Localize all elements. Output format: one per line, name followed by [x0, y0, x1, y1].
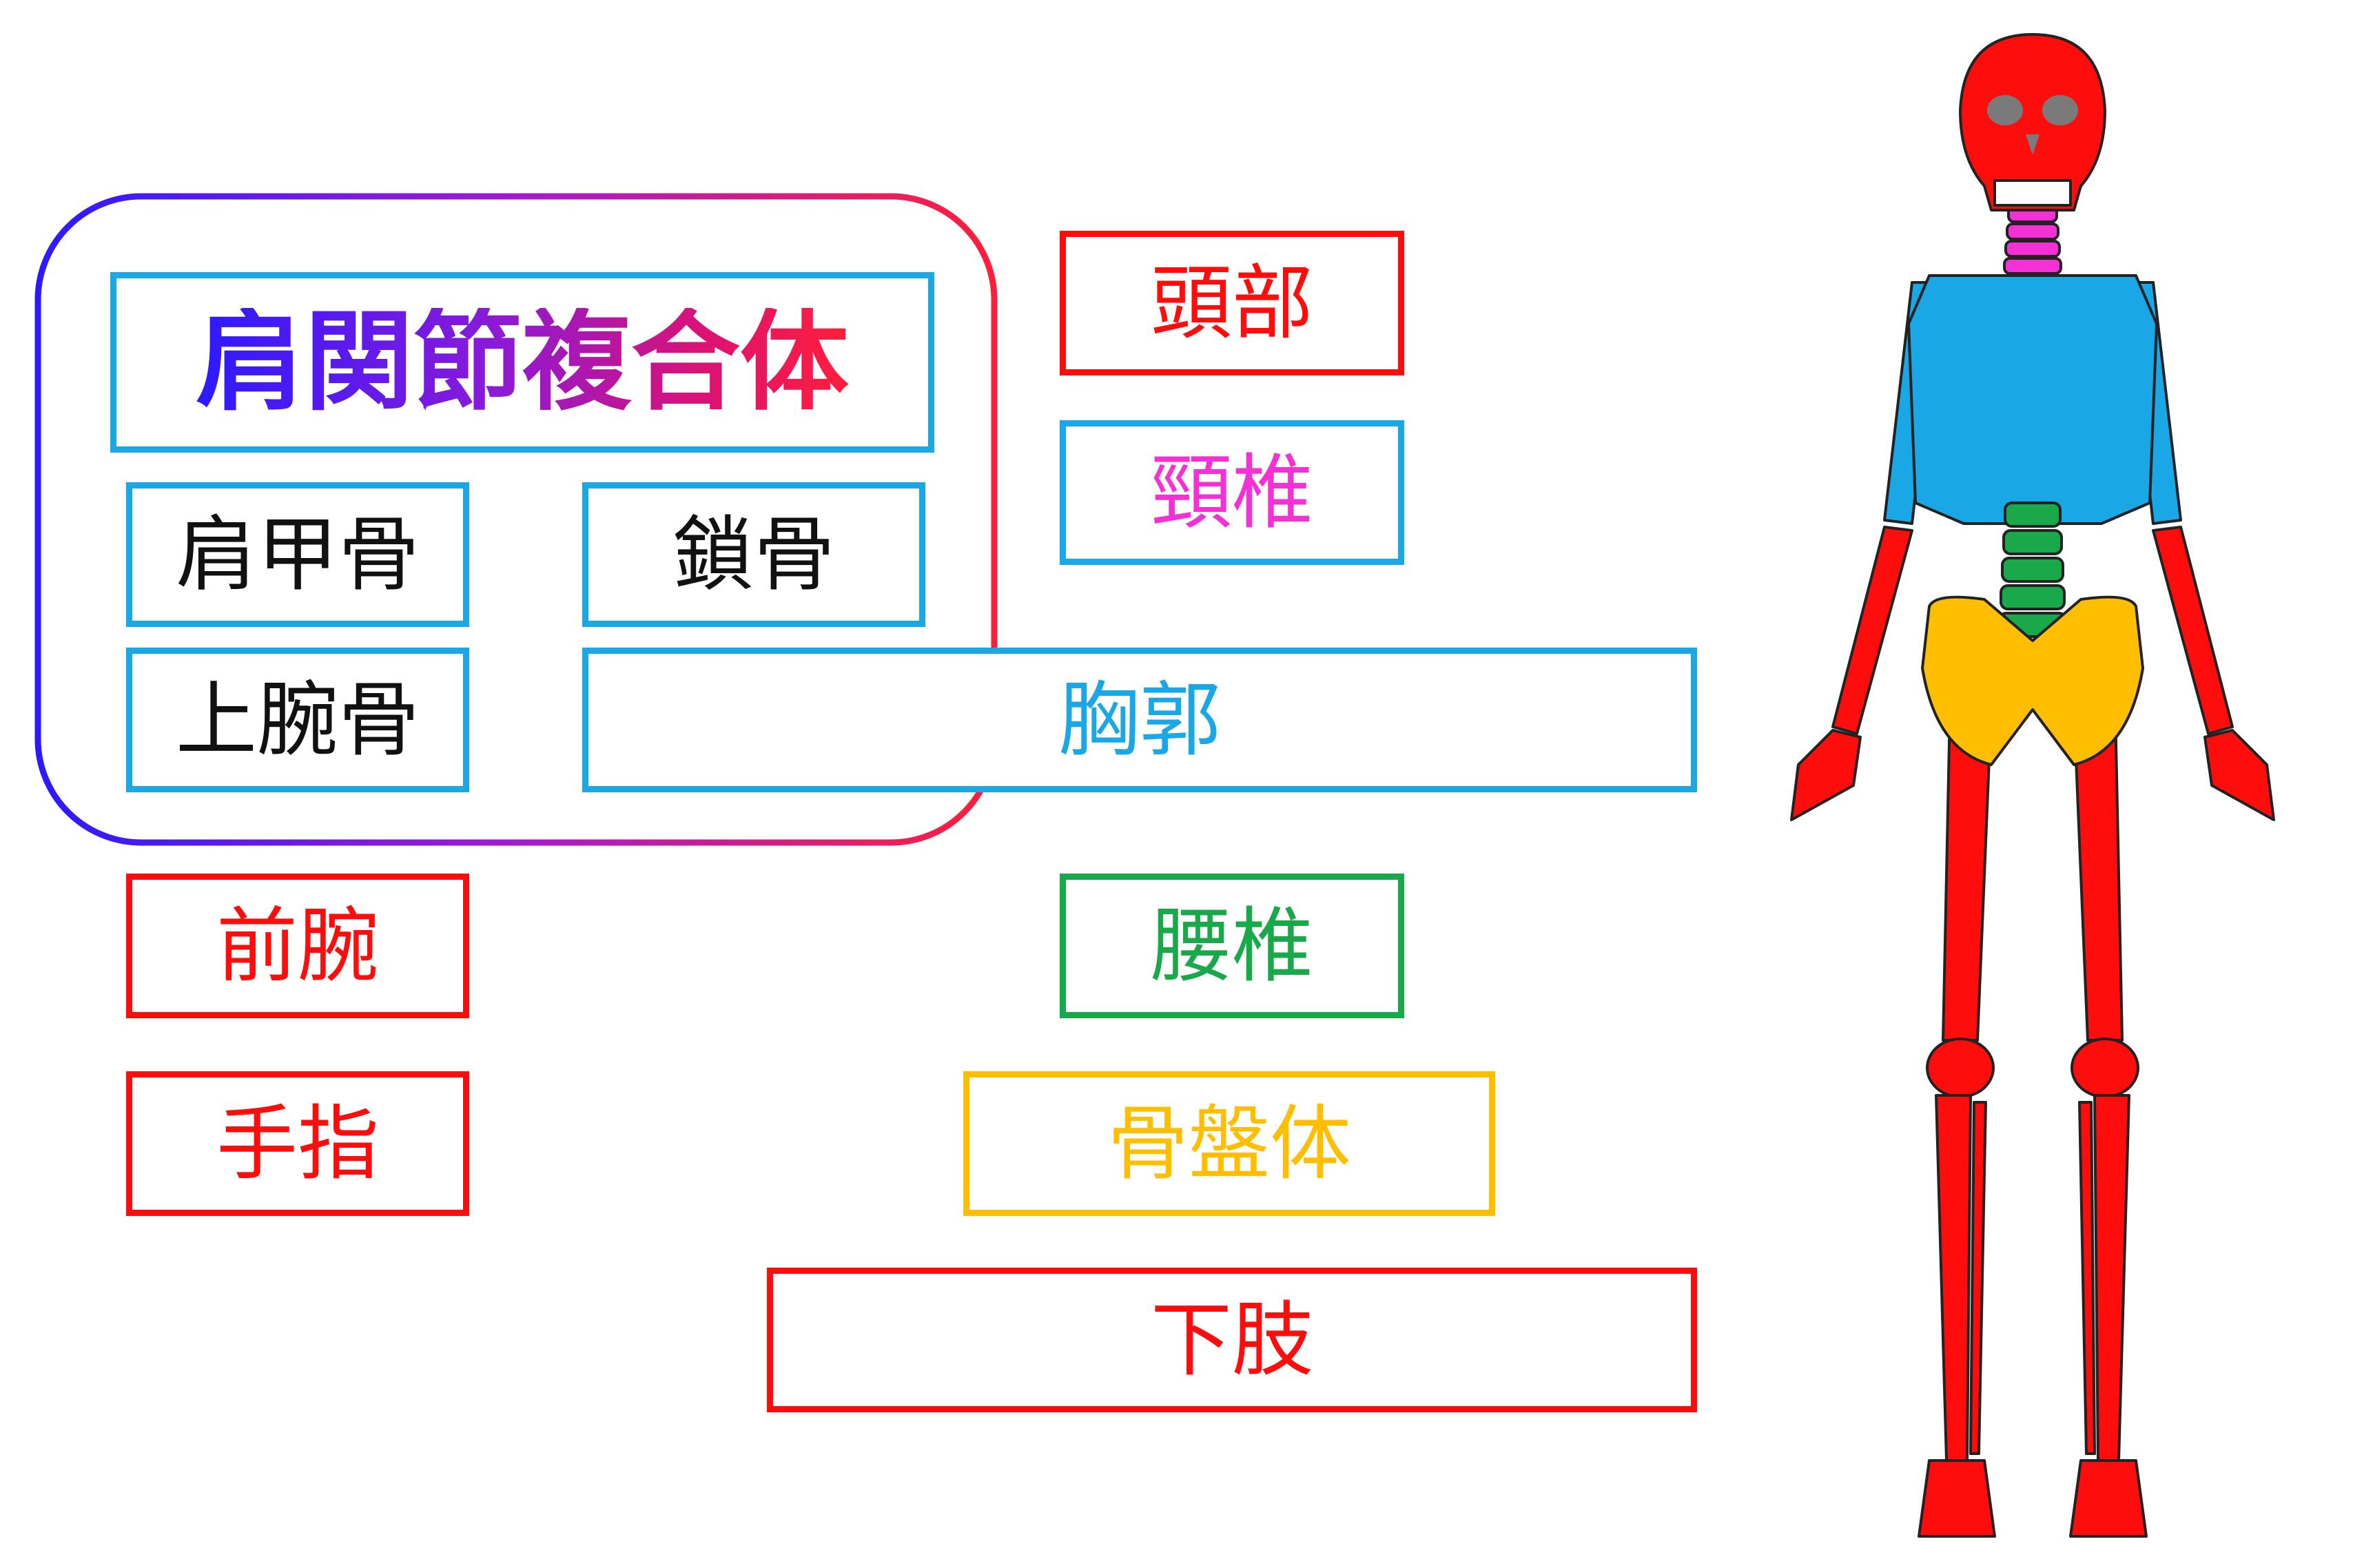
cervical-label: 頸椎 [1150, 445, 1313, 540]
lumbar-box: 腰椎 [1060, 874, 1404, 1018]
pelvis-label: 骨盤体 [1107, 1096, 1351, 1191]
hand-label: 手指 [216, 1096, 379, 1191]
left-fibula [1969, 1101, 1987, 1455]
clavicle-box: 鎖骨 [582, 482, 925, 627]
left-forearm [1831, 526, 1913, 735]
forearm-label: 前腕 [216, 898, 379, 993]
group-outline [34, 193, 998, 846]
clavicle-label: 鎖骨 [672, 507, 835, 602]
left-tibia [1935, 1094, 1972, 1462]
group-title-box: 肩関節複合体 [110, 272, 934, 453]
lumbar-spine [1998, 502, 2067, 638]
group-title: 肩関節複合体 [196, 299, 849, 426]
skeleton-svg [1790, 33, 2275, 1538]
lower-limb-label: 下肢 [1150, 1292, 1313, 1388]
left-hand [1790, 729, 1862, 821]
scapula-box: 肩甲骨 [126, 482, 469, 627]
pelvis-bone [1921, 595, 2144, 766]
right-forearm [2152, 526, 2234, 735]
thorax-label: 胸郭 [1058, 672, 1221, 767]
right-tibia [2093, 1094, 2130, 1462]
head-label: 頭部 [1150, 256, 1313, 351]
lower-limb-bones [1918, 708, 2148, 1538]
teeth [1993, 179, 2072, 207]
rib-cage [1907, 274, 2158, 525]
left-knee [1926, 1038, 1995, 1098]
right-hand [2203, 729, 2275, 821]
pelvis-box: 骨盤体 [963, 1071, 1495, 1216]
lower-limb-box: 下肢 [767, 1268, 1697, 1412]
humerus-box: 上腕骨 [126, 648, 469, 792]
right-foot [2069, 1459, 2148, 1538]
forearm-box: 前腕 [126, 874, 469, 1018]
lumbar-label: 腰椎 [1150, 898, 1313, 993]
skull-features [1987, 95, 2078, 155]
humerus-label: 上腕骨 [175, 672, 420, 767]
right-knee [2071, 1038, 2139, 1098]
hand-box: 手指 [126, 1071, 469, 1216]
left-foot [1918, 1459, 1996, 1538]
head-box: 頭部 [1060, 231, 1404, 375]
cervical-box: 頸椎 [1060, 420, 1404, 565]
shoulder-complex-group [34, 193, 998, 846]
scapula-label: 肩甲骨 [175, 507, 420, 602]
skull [1959, 33, 2106, 212]
right-fibula [2078, 1101, 2096, 1455]
cervical-spine [2003, 205, 2062, 275]
skeleton-illustration [1743, 21, 2322, 1557]
thorax-box: 胸郭 [582, 648, 1697, 792]
forearm-bones [1790, 526, 2275, 821]
